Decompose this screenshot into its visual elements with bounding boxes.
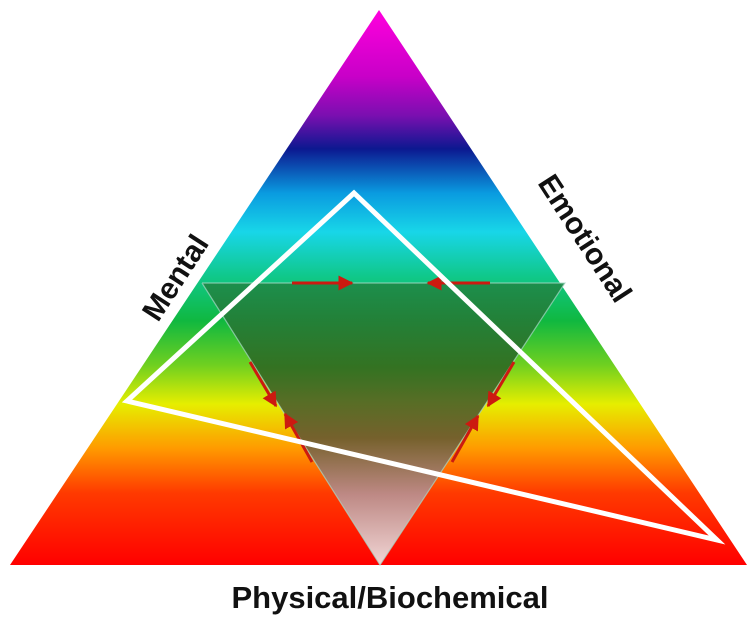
label-physical-biochemical: Physical/Biochemical: [231, 580, 548, 615]
